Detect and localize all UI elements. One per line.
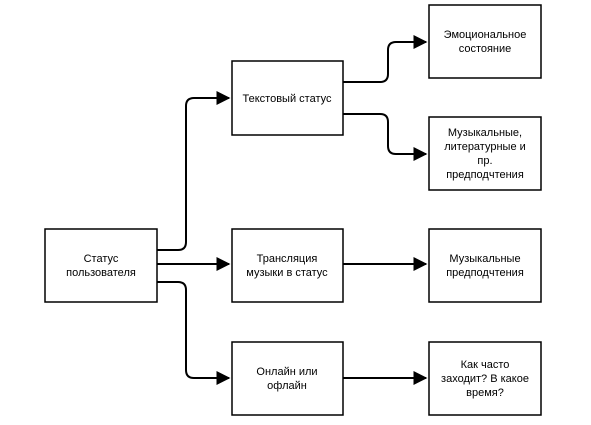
node-music-broadcast-line-1: Трансляция (257, 253, 318, 265)
edge-user-status-to-text-status (157, 91, 231, 251)
edge-text-status-to-preferences (343, 113, 428, 161)
node-user-status: Статус пользователя (44, 228, 158, 303)
edge-user-status-to-online-offline (157, 281, 231, 385)
node-preferences-line-3: пр. (477, 155, 492, 167)
node-music-preferences: Музыкальные предподчтения (428, 228, 542, 303)
node-emotional-state-line-1: Эмоциональное (444, 29, 527, 41)
node-emotional-state-line-2: состояние (459, 43, 512, 55)
node-preferences-line-4: предподчтения (446, 169, 524, 181)
node-preferences: Музыкальные, литературные и пр. предподч… (428, 116, 542, 191)
node-user-status-line-2: пользователя (66, 267, 136, 279)
node-user-status-line-1: Статус (84, 253, 119, 265)
node-visit-frequency-line-2: заходит? В какое (441, 373, 529, 385)
node-preferences-line-1: Музыкальные, (448, 127, 522, 139)
node-visit-frequency-line-3: время? (466, 387, 504, 399)
node-online-offline-line-1: Онлайн или (256, 366, 317, 378)
node-music-broadcast-line-2: музыки в статус (246, 267, 328, 279)
node-online-offline-line-2: офлайн (267, 380, 307, 392)
edges (157, 35, 428, 385)
node-music-broadcast: Трансляция музыки в статус (231, 228, 344, 303)
node-text-status-line-1: Текстовый статус (243, 93, 332, 105)
node-text-status: Текстовый статус (231, 60, 344, 136)
edge-text-status-to-emotional-state (343, 35, 428, 83)
node-online-offline: Онлайн или офлайн (231, 341, 344, 416)
node-visit-frequency: Как часто заходит? В какое время? (428, 341, 542, 416)
node-music-preferences-line-1: Музыкальные (449, 253, 520, 265)
node-visit-frequency-line-1: Как часто (461, 359, 510, 371)
node-preferences-line-2: литературные и (444, 141, 526, 153)
node-music-preferences-line-2: предподчтения (446, 267, 524, 279)
node-emotional-state: Эмоциональное состояние (428, 4, 542, 79)
